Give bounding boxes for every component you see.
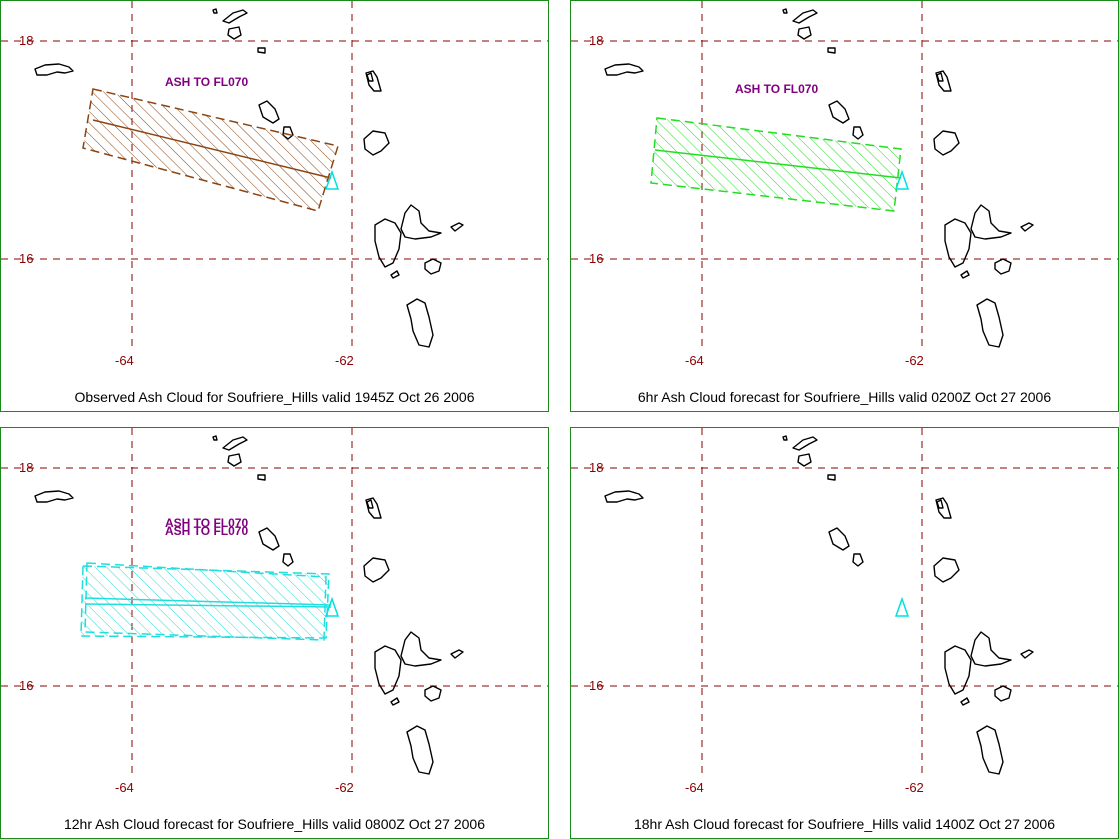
- coastlines: [571, 428, 1118, 796]
- ash-label: ASH TO FL070: [735, 82, 818, 96]
- ash-cloud-polygon: [82, 88, 339, 212]
- volcano-marker-icon: [894, 169, 910, 190]
- ash-cloud-6hr: [650, 117, 902, 212]
- volcano-marker-icon: [324, 596, 340, 617]
- panel-caption: 12hr Ash Cloud forecast for Soufriere_Hi…: [63, 816, 485, 832]
- ash-cloud-12hr: [80, 562, 332, 641]
- map-canvas: [571, 428, 1118, 796]
- ash-cloud-axis: [84, 597, 332, 606]
- ash-cloud-observed: [82, 88, 339, 212]
- volcano-marker-icon: [324, 169, 340, 190]
- ash-cloud-polygon-secondary: [84, 562, 327, 641]
- ash-cloud-axis: [654, 149, 902, 179]
- map-canvas: ASH TO FL070 ASH TO FL070: [1, 428, 548, 796]
- map-panel-6hr: ASH TO FL070 6hr Ash Cloud forecast for …: [570, 0, 1119, 412]
- ash-cloud-axis: [92, 119, 332, 179]
- map-canvas: ASH TO FL070: [1, 1, 548, 369]
- ash-cloud-axis-secondary: [84, 603, 332, 608]
- ash-label: ASH TO FL070: [165, 516, 248, 530]
- volcano-marker-icon: [894, 596, 910, 617]
- panel-caption: 18hr Ash Cloud forecast for Soufriere_Hi…: [633, 816, 1055, 832]
- panel-caption: Observed Ash Cloud for Soufriere_Hills v…: [74, 389, 475, 405]
- ash-label: ASH TO FL070: [165, 75, 248, 89]
- map-panel-18hr: 18hr Ash Cloud forecast for Soufriere_Hi…: [570, 427, 1119, 839]
- panel-caption: 6hr Ash Cloud forecast for Soufriere_Hil…: [637, 389, 1052, 405]
- map-panel-12hr: ASH TO FL070 ASH TO FL070 12hr Ash Cloud…: [0, 427, 549, 839]
- map-panel-observed: ASH TO FL070 Observed Ash Cloud for Souf…: [0, 0, 549, 412]
- ash-label: ASH TO FL070: [165, 524, 248, 538]
- map-canvas: ASH TO FL070: [571, 1, 1118, 369]
